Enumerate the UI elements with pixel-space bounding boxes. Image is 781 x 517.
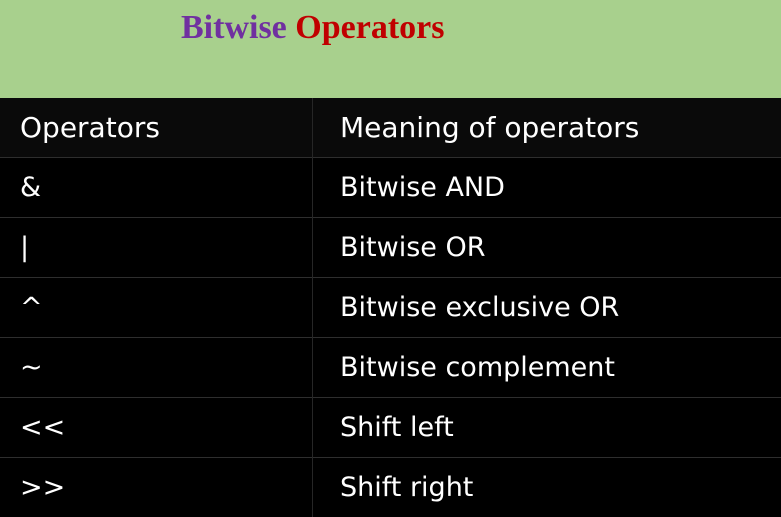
table-row: ~ Bitwise complement <box>0 338 781 397</box>
meaning-cell: Shift left <box>340 412 454 443</box>
meaning-cell: Bitwise OR <box>340 232 486 263</box>
operators-table: Operators Meaning of operators & Bitwise… <box>0 98 781 517</box>
row-divider <box>0 217 781 218</box>
page-title: Bitwise Operators <box>181 6 444 50</box>
header-operators: Operators <box>0 98 312 157</box>
row-divider <box>0 457 781 458</box>
operator-cell: ~ <box>20 352 43 383</box>
operator-cell: << <box>20 412 66 443</box>
column-divider <box>312 98 313 517</box>
operator-cell: | <box>20 232 30 263</box>
meaning-cell: Bitwise exclusive OR <box>340 292 620 323</box>
table-row: & Bitwise AND <box>0 158 781 217</box>
title-word-operators: Operators <box>295 9 445 46</box>
table-header-row: Operators Meaning of operators <box>0 98 781 157</box>
meaning-cell: Shift right <box>340 472 474 503</box>
title-word-bitwise: Bitwise <box>181 9 287 46</box>
row-divider <box>0 157 781 158</box>
operator-cell: & <box>20 172 42 203</box>
operator-cell: >> <box>20 472 66 503</box>
table-row: >> Shift right <box>0 458 781 517</box>
operator-cell: ^ <box>20 292 43 323</box>
table-row: | Bitwise OR <box>0 218 781 277</box>
meaning-cell: Bitwise complement <box>340 352 615 383</box>
header-meaning: Meaning of operators <box>312 98 781 157</box>
table-row: ^ Bitwise exclusive OR <box>0 278 781 337</box>
row-divider <box>0 337 781 338</box>
row-divider <box>0 397 781 398</box>
table-row: << Shift left <box>0 398 781 457</box>
meaning-cell: Bitwise AND <box>340 172 505 203</box>
row-divider <box>0 277 781 278</box>
